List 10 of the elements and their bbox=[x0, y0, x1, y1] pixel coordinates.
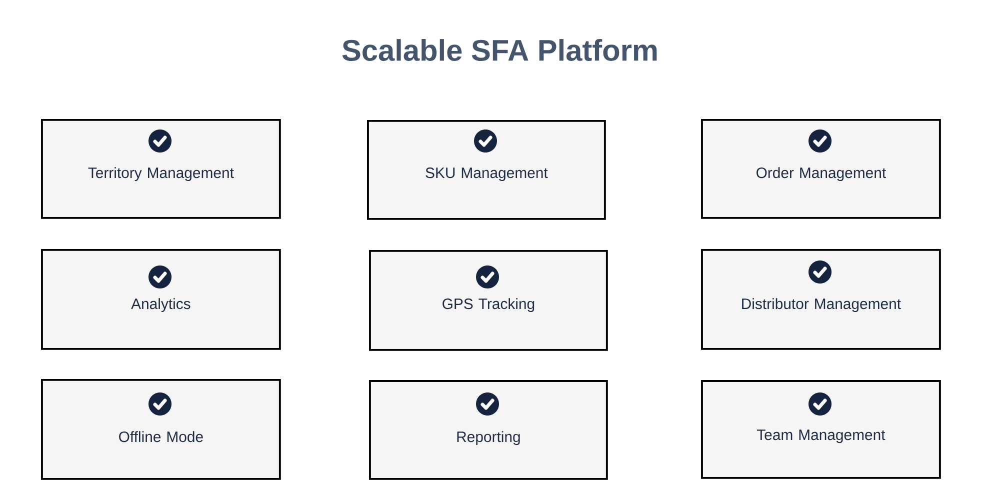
title: Scalable SFA Platform bbox=[342, 39, 657, 61]
feature-box: Reporting bbox=[369, 380, 608, 480]
feature-box: Order Management bbox=[701, 119, 941, 219]
feature-box: Analytics bbox=[41, 249, 281, 350]
feature-box: Territory Management bbox=[41, 119, 281, 219]
feature-box: GPS Tracking bbox=[369, 250, 608, 351]
feature-box: Team Management bbox=[701, 380, 941, 479]
feature-box: Offline Mode bbox=[41, 379, 281, 480]
feature-box: Distributor Management bbox=[701, 249, 941, 350]
feature-box: SKU Management bbox=[367, 120, 606, 220]
